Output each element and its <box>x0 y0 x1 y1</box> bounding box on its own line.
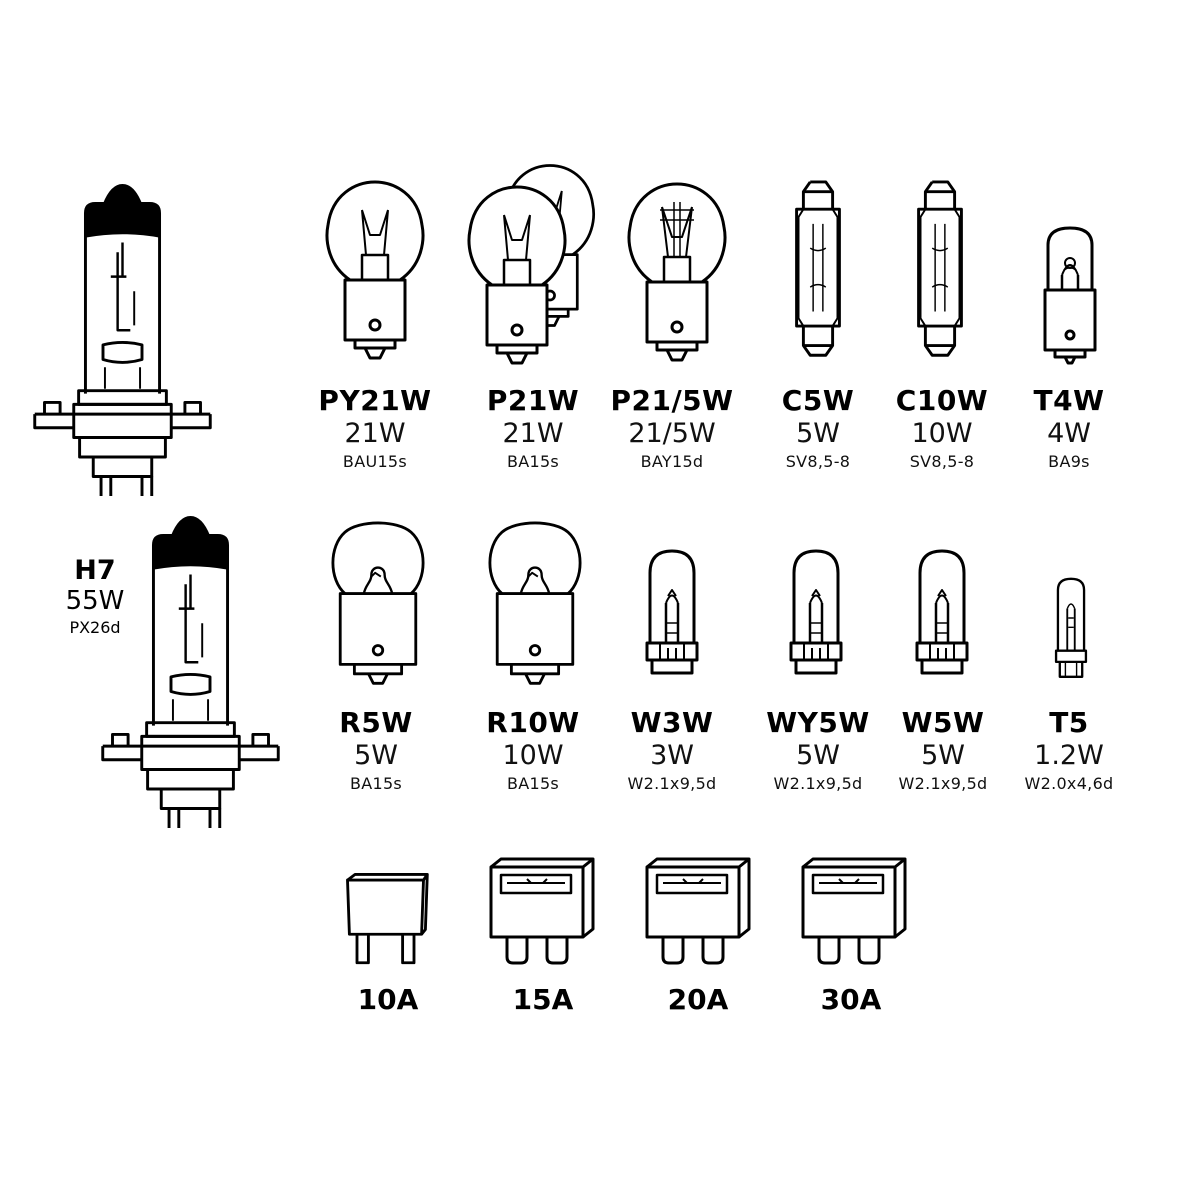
wedge-bulb-icon <box>786 548 846 688</box>
bulb-code: C10W <box>895 384 989 417</box>
bulb-wattage: 3W <box>650 740 694 771</box>
bulb-wattage: 4W <box>1047 418 1091 449</box>
bulb-wattage: 5W <box>354 740 398 771</box>
bulb-label-p21w: P21W 21W BA15s <box>453 387 613 470</box>
round-bulb-icon <box>323 518 433 688</box>
bulb-wattage: 5W <box>796 740 840 771</box>
bulb-code: H7 <box>74 555 116 586</box>
bulb-base: W2.1x9,5d <box>627 774 717 793</box>
bulb-code: P21/5W <box>610 384 734 417</box>
bulb-wattage: 10W <box>911 418 973 449</box>
single-filament-bulb-icon <box>320 180 430 360</box>
bulb-label-r10w: R10W 10W BA15s <box>453 709 613 792</box>
h7-headlamp-icon <box>25 180 220 500</box>
mini-blade-fuse-icon <box>338 870 433 970</box>
bulb-code: R10W <box>486 706 580 739</box>
bulb-wattage: 5W <box>921 740 965 771</box>
bulb-label-py21w: PY21W 21W BAU15s <box>295 387 455 470</box>
bulb-base: BA15s <box>349 774 403 793</box>
bulb-base: BA15s <box>506 774 560 793</box>
bulb-label-wy5w: WY5W 5W W2.1x9,5d <box>738 709 898 792</box>
bulb-wattage: 21W <box>502 418 564 449</box>
bulb-base: W2.1x9,5d <box>898 774 988 793</box>
bulb-label-t5: T5 1.2W W2.0x4,6d <box>989 709 1149 792</box>
bulb-label-t4w: T4W 4W BA9s <box>989 387 1149 470</box>
bulb-wattage: 10W <box>502 740 564 771</box>
bulb-wattage: 21W <box>344 418 406 449</box>
bulb-code: W3W <box>630 706 714 739</box>
wedge-bulb-icon <box>642 548 702 688</box>
bulb-wattage: 21/5W <box>628 418 716 449</box>
dual-filament-bulb-icon <box>622 182 732 362</box>
double-bulb-icon <box>462 185 572 365</box>
small-bayonet-bulb-icon <box>1040 225 1100 365</box>
bulb-code: WY5W <box>766 706 870 739</box>
bulb-base: W2.0x4,6d <box>1024 774 1114 793</box>
festoon-bulb-icon <box>910 180 970 365</box>
bulb-label-c10w: C10W 10W SV8,5-8 <box>862 387 1022 470</box>
fuse-label-10a: 10A <box>357 983 419 1016</box>
bulb-code: R5W <box>339 706 413 739</box>
bulb-label-r5w: R5W 5W BA15s <box>296 709 456 792</box>
bulb-code: W5W <box>901 706 985 739</box>
round-bulb-icon <box>480 518 590 688</box>
bulb-code: T4W <box>1033 384 1105 417</box>
bulb-base: W2.1x9,5d <box>773 774 863 793</box>
bulb-wattage: 5W <box>796 418 840 449</box>
fuse-label-15a: 15A <box>512 983 574 1016</box>
bulb-base: SV8,5-8 <box>785 452 851 471</box>
blade-fuse-icon <box>643 856 753 968</box>
bulb-base: PX26d <box>69 618 121 637</box>
bulb-code: PY21W <box>318 384 432 417</box>
bulb-base: BA9s <box>1048 452 1090 471</box>
festoon-bulb-icon <box>788 180 848 365</box>
bulb-label-w3w: W3W 3W W2.1x9,5d <box>592 709 752 792</box>
wedge-bulb-icon <box>912 548 972 688</box>
small-wedge-bulb-icon <box>1051 576 1091 688</box>
bulb-base: BAU15s <box>342 452 408 471</box>
bulb-label-c5w: C5W 5W SV8,5-8 <box>738 387 898 470</box>
bulb-label-p21-5w: P21/5W 21/5W BAY15d <box>592 387 752 470</box>
bulb-label-w5w: W5W 5W W2.1x9,5d <box>863 709 1023 792</box>
bulb-wattage: 55W <box>65 586 125 616</box>
fuse-label-20a: 20A <box>667 983 729 1016</box>
fuse-label-30a: 30A <box>820 983 882 1016</box>
bulb-code: C5W <box>781 384 855 417</box>
bulb-base: BAY15d <box>640 452 704 471</box>
blade-fuse-icon <box>487 856 597 968</box>
bulb-base: BA15s <box>506 452 560 471</box>
blade-fuse-icon <box>799 856 909 968</box>
h7-label: H7 55W PX26d <box>45 557 145 636</box>
bulb-base: SV8,5-8 <box>909 452 975 471</box>
bulb-code: P21W <box>486 384 580 417</box>
bulb-code: T5 <box>1049 706 1089 739</box>
bulb-wattage: 1.2W <box>1034 740 1104 771</box>
